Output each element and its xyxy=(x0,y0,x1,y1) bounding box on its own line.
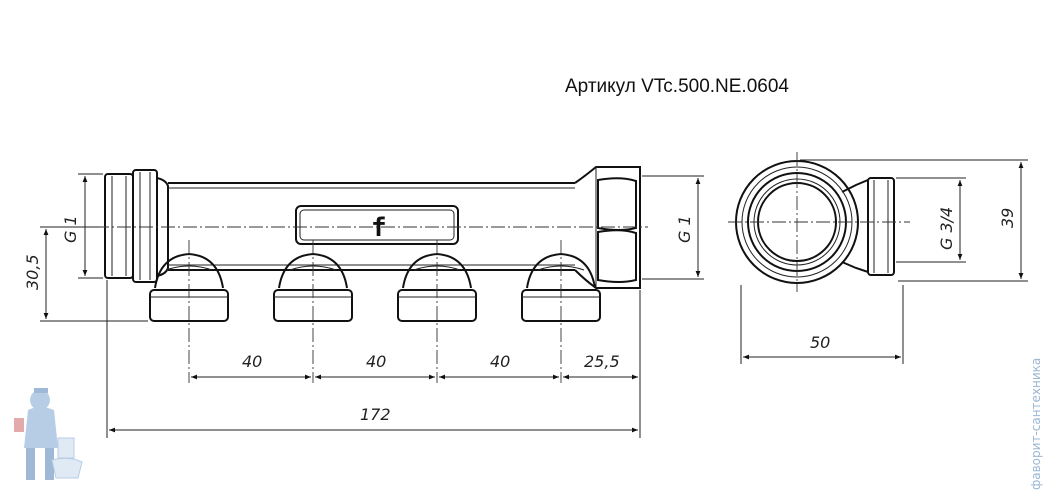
dim-left-thread: G 1 xyxy=(61,215,80,243)
label-window xyxy=(295,205,459,245)
dim-pitch-1: 40 xyxy=(242,352,262,371)
front-view: f xyxy=(95,166,648,383)
side-dimensions: G 3/4 39 50 xyxy=(740,159,1028,364)
front-dimensions: G 1 30,5 G 1 40 40 40 25,5 172 xyxy=(23,173,704,438)
left-collar xyxy=(132,169,158,283)
right-end xyxy=(574,166,641,289)
dim-right-thread: G 1 xyxy=(675,215,694,243)
left-nipple xyxy=(104,173,134,279)
dim-total-length: 172 xyxy=(360,405,391,424)
dim-end-offset: 25,5 xyxy=(584,352,620,371)
dim-pitch-3: 40 xyxy=(490,352,510,371)
side-view xyxy=(728,152,910,292)
article-title: Артикул VTc.500.NE.0604 xyxy=(565,76,789,97)
plumber-mascot-logo xyxy=(14,388,83,480)
logo-mark: f xyxy=(371,213,387,243)
dim-height-offset: 30,5 xyxy=(23,254,42,290)
dim-side-width: 50 xyxy=(810,333,830,352)
dim-outlet-thread: G 3/4 xyxy=(937,207,956,250)
watermark-text: фаворит-сантехника xyxy=(1029,358,1043,490)
dim-side-height: 39 xyxy=(998,208,1017,228)
dim-pitch-2: 40 xyxy=(366,352,386,371)
